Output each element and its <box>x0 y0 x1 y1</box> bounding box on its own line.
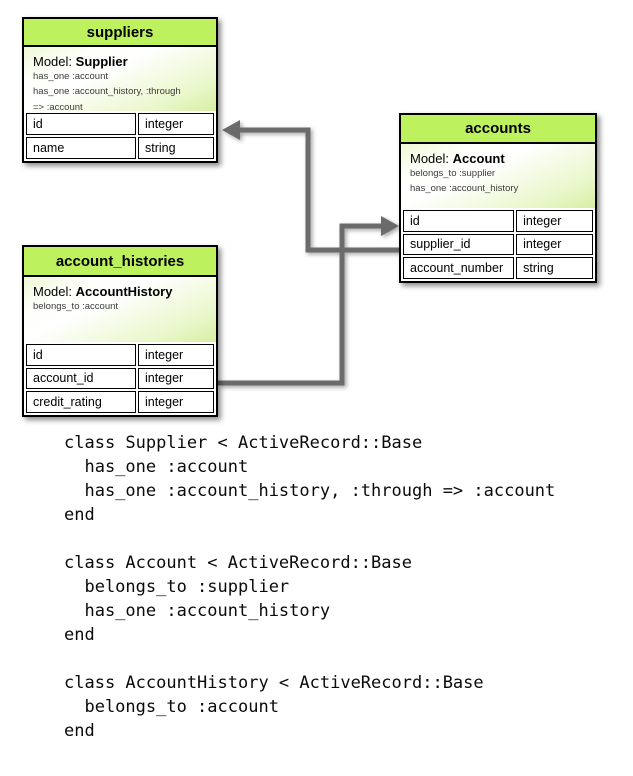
arrowhead-right-icon <box>381 216 399 236</box>
field-name-cell: credit_rating <box>26 391 136 413</box>
model-label: Model: Supplier <box>33 54 208 69</box>
field-type-cell: string <box>137 137 214 159</box>
model-label-text: Model: <box>33 54 73 69</box>
field-type-cell: integer <box>137 367 214 390</box>
association-line: has_one :account_history, :through <box>33 86 181 98</box>
field-type-cell: integer <box>516 210 593 232</box>
model-name: AccountHistory <box>75 284 173 299</box>
table-box-account-histories: account_histories Model: AccountHistory … <box>22 245 218 417</box>
association-line: belongs_to :supplier <box>410 168 496 179</box>
model-label: Model: AccountHistory <box>33 284 208 299</box>
field-name-cell: supplier_id <box>403 233 515 256</box>
field-name-cell: name <box>26 137 136 159</box>
field-name-cell: account_id <box>26 367 136 390</box>
field-type-cell: integer <box>137 344 214 366</box>
model-section-supplier: Model: Supplier has_one :account has_one… <box>24 47 216 111</box>
association-line: belongs_to :account <box>33 301 119 312</box>
ruby-code-block: class Supplier < ActiveRecord::Base has_… <box>64 433 556 741</box>
field-rows-accounts: id integer supplier_id integer account_n… <box>401 208 595 281</box>
field-name-cell: id <box>26 344 136 366</box>
model-name: Supplier <box>75 54 128 69</box>
table-box-suppliers: suppliers Model: Supplier has_one :accou… <box>22 17 218 163</box>
field-type-cell: integer <box>516 233 593 256</box>
field-name-cell: id <box>403 210 515 232</box>
field-type-cell: string <box>516 257 593 279</box>
model-label-text: Model: <box>410 151 450 166</box>
fk-arrow-histories-to-accounts <box>218 216 399 386</box>
model-section-account: Model: Account belongs_to :supplier has_… <box>401 144 595 208</box>
field-type-cell: integer <box>137 391 214 413</box>
model-name: Account <box>452 151 505 166</box>
fk-arrow-accounts-to-suppliers <box>222 120 399 253</box>
table-title-accounts: accounts <box>401 115 595 144</box>
association-line: => :account <box>33 101 83 111</box>
arrowhead-left-icon <box>222 120 240 140</box>
table-title-account-histories: account_histories <box>24 247 216 277</box>
field-name-cell: account_number <box>403 257 515 279</box>
field-name-cell: id <box>26 113 136 135</box>
model-label-text: Model: <box>33 284 73 299</box>
field-rows-account-histories: id integer account_id integer credit_rat… <box>24 342 216 415</box>
association-line: has_one :account <box>33 71 109 82</box>
field-rows-suppliers: id integer name string <box>24 111 216 161</box>
field-type-cell: integer <box>137 113 214 135</box>
table-title-suppliers: suppliers <box>24 19 216 47</box>
model-label: Model: Account <box>410 151 587 166</box>
table-box-accounts: accounts Model: Account belongs_to :supp… <box>399 113 597 283</box>
model-section-account-history: Model: AccountHistory belongs_to :accoun… <box>24 277 216 342</box>
association-line: has_one :account_history <box>410 183 519 195</box>
